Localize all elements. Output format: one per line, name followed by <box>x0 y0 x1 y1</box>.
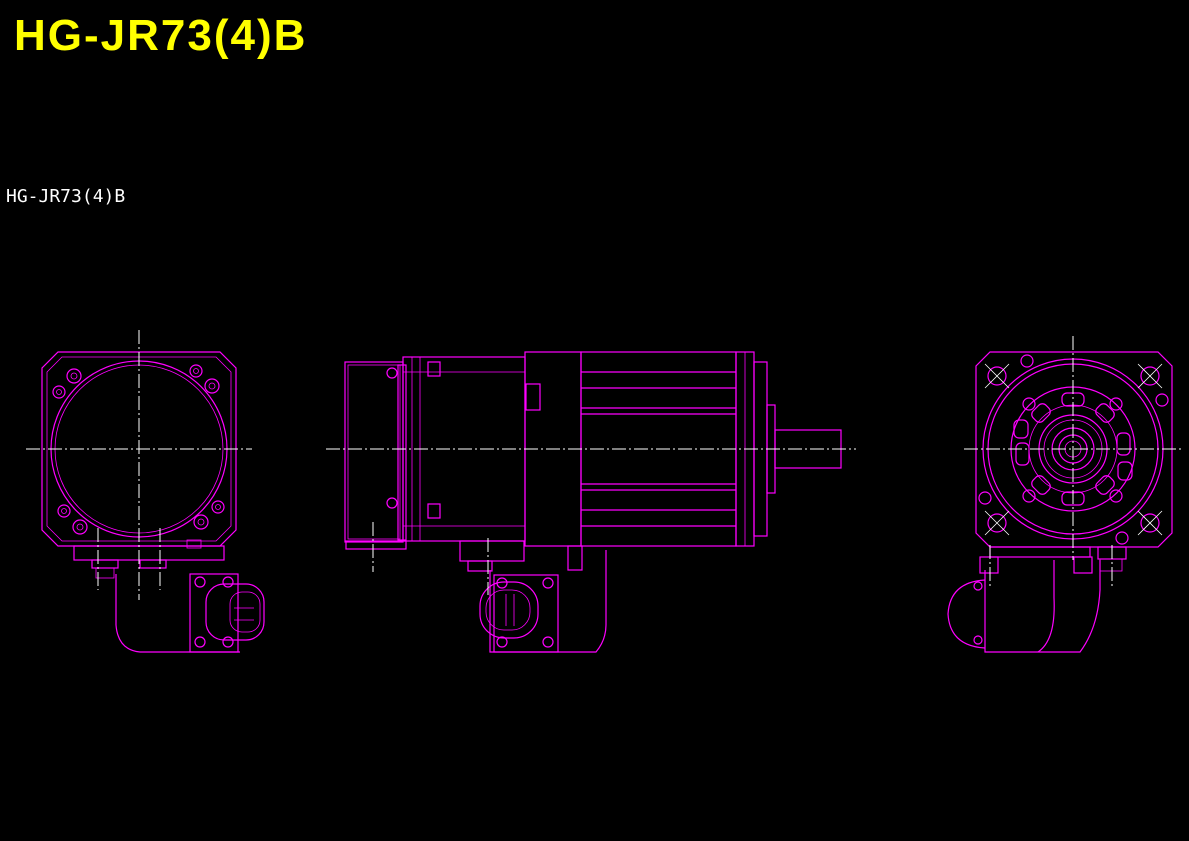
rear-view <box>26 330 265 653</box>
model-label: HG-JR73(4)B <box>6 186 126 207</box>
front-view <box>947 336 1182 653</box>
drawing-title: HG-JR73(4)B <box>14 11 308 60</box>
side-view <box>326 351 856 653</box>
